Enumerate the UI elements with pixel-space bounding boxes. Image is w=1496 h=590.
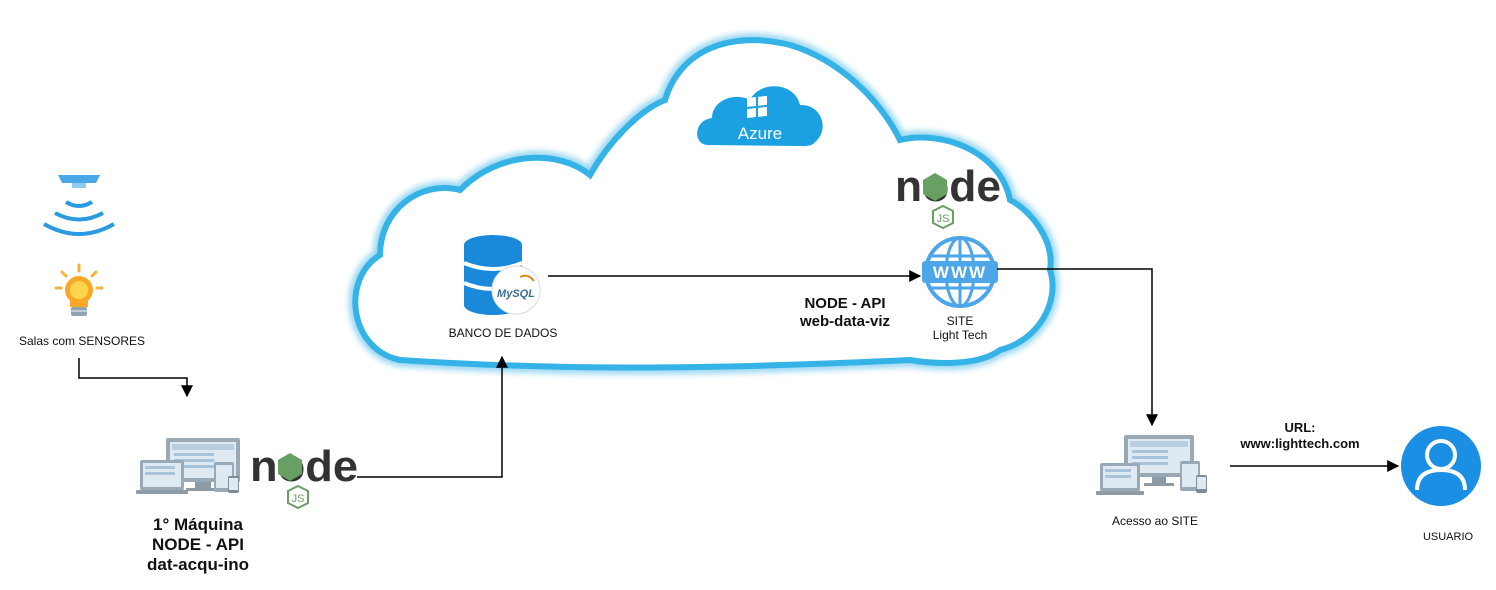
site-label: SITE Light Tech [915,314,1005,342]
sensor-icon [43,175,115,236]
database-label: BANCO DE DADOS [448,326,558,340]
mysql-logo-text: MySQL [497,288,535,300]
access-label: Acesso ao SITE [1111,514,1199,528]
machine-line3: dat-acqu-ino [147,555,249,574]
user-label: USUARIO [1422,531,1474,543]
site-line1: SITE [946,314,974,328]
node-logo-badge: JS [292,493,305,505]
access-devices-icon [1096,435,1207,495]
node-js-logo-icon-cloud: node JS [895,162,1001,230]
site-line2: Light Tech [932,328,988,342]
url-line1: URL: [1284,420,1316,435]
sensors-to-machine-arrow [78,358,193,398]
machine-line1: 1° Máquina [153,515,243,534]
www-text: WWW [933,263,987,282]
api-line2: web-data-viz [799,313,890,330]
machine-to-database-arrow [357,355,508,478]
api-line1: NODE - API [804,295,886,312]
www-globe-icon: WWW [922,236,998,308]
light-bulb-icon [54,263,104,316]
api-label: NODE - API web-data-viz [775,295,915,331]
database-icon: MySQL [463,235,541,315]
machine-title: 1° Máquina NODE - API dat-acqu-ino [118,515,278,575]
node-logo-badge-cloud: JS [937,213,950,225]
sensors-label: Salas com SENSORES [18,334,146,348]
url-line2: www:lighttech.com [1240,436,1360,451]
url-label: URL: www:lighttech.com [1220,420,1380,452]
node-logo-word: node [250,442,358,491]
node-logo-word-cloud: node [895,162,1001,211]
site-to-access-arrow [997,268,1158,427]
machine-line2: NODE - API [152,535,244,554]
machine-devices-icon [136,438,240,494]
node-js-logo-icon: node JS [250,442,358,510]
user-avatar-icon [1401,426,1481,506]
windows-logo-icon [747,95,767,118]
azure-label: Azure [738,124,782,143]
azure-cloud-icon: Azure [697,86,823,146]
